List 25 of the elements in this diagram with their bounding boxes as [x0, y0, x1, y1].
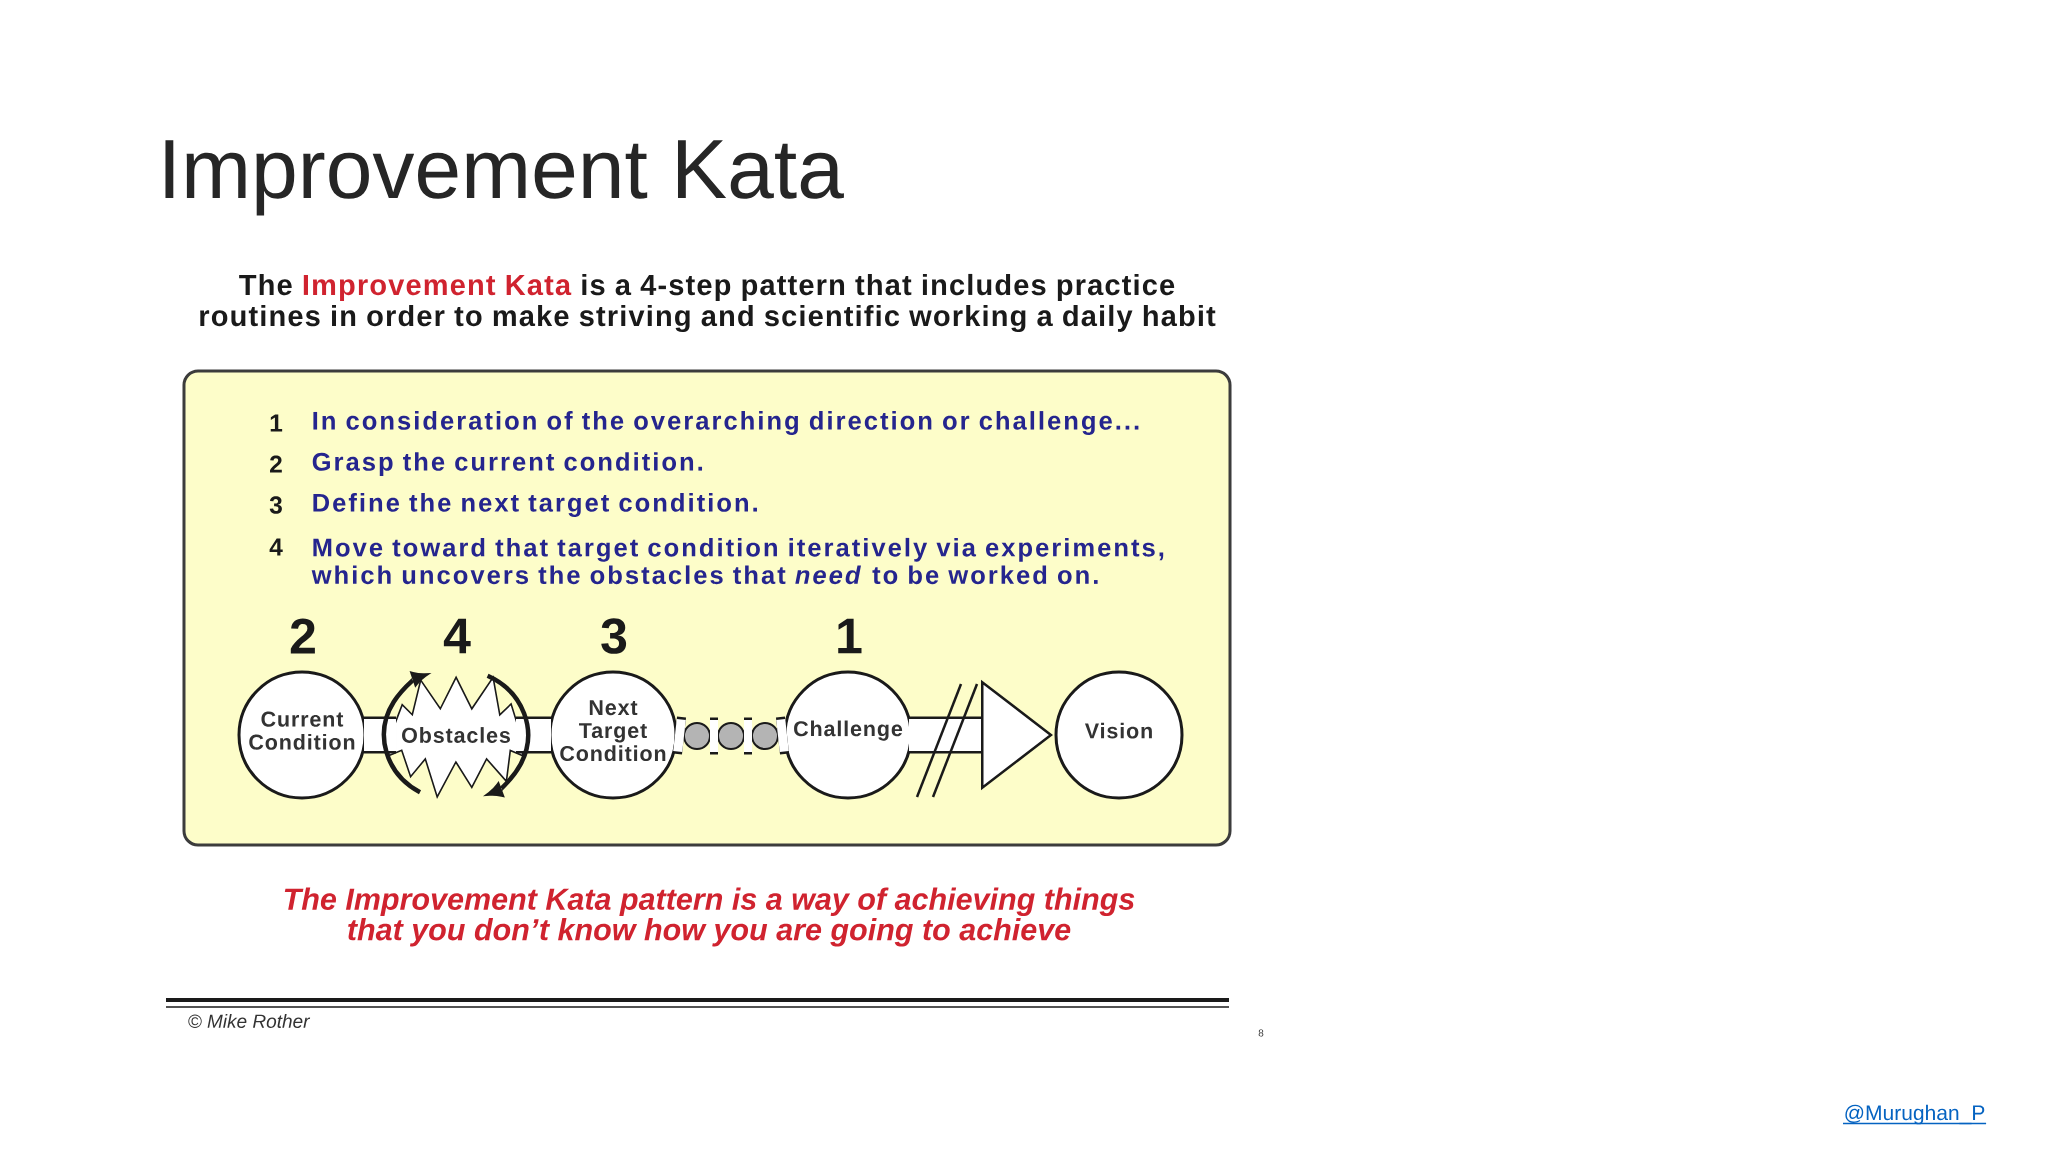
- list-number: 3: [269, 496, 282, 514]
- title: Improvement Kata: [165, 140, 844, 216]
- step-number: 3: [601, 618, 627, 654]
- connector-band: [775, 716, 790, 755]
- page-number: 8: [1258, 1029, 1264, 1037]
- step-number: 4: [443, 618, 471, 654]
- step-dot: [717, 722, 745, 750]
- intro-text: The Improvement Kata is a 4-step pattern that includes practice routines in order to make striving and scientific working a daily habit: [200, 273, 1216, 333]
- link: @Murughan_P: [1842, 1104, 1987, 1125]
- connector-band: [744, 717, 752, 755]
- connector-band: [710, 717, 718, 755]
- step-dot: [751, 722, 779, 750]
- step-number: 2: [290, 618, 315, 654]
- step-text: Move toward that target condition iteratively via experiments, which uncovers the obstacles that need to be worked on.: [311, 537, 1164, 585]
- list-number: 1: [270, 414, 283, 432]
- tagline: The Improvement Kata pattern is a way of achieving things that you don’t know how you are going to achieve: [284, 887, 1135, 947]
- step-text: Define the next target condition.: [313, 493, 757, 517]
- step-text: In consideration of the overarching direction or challenge...: [313, 411, 1139, 435]
- copyright-note: © Mike Rother: [188, 1014, 311, 1028]
- step-dot: [683, 722, 711, 750]
- list-number: 4: [269, 538, 283, 556]
- connector-band: [672, 716, 687, 755]
- step-text: Grasp the current condition.: [312, 452, 703, 476]
- step-number: 1: [838, 618, 862, 654]
- list-number: 2: [270, 455, 282, 473]
